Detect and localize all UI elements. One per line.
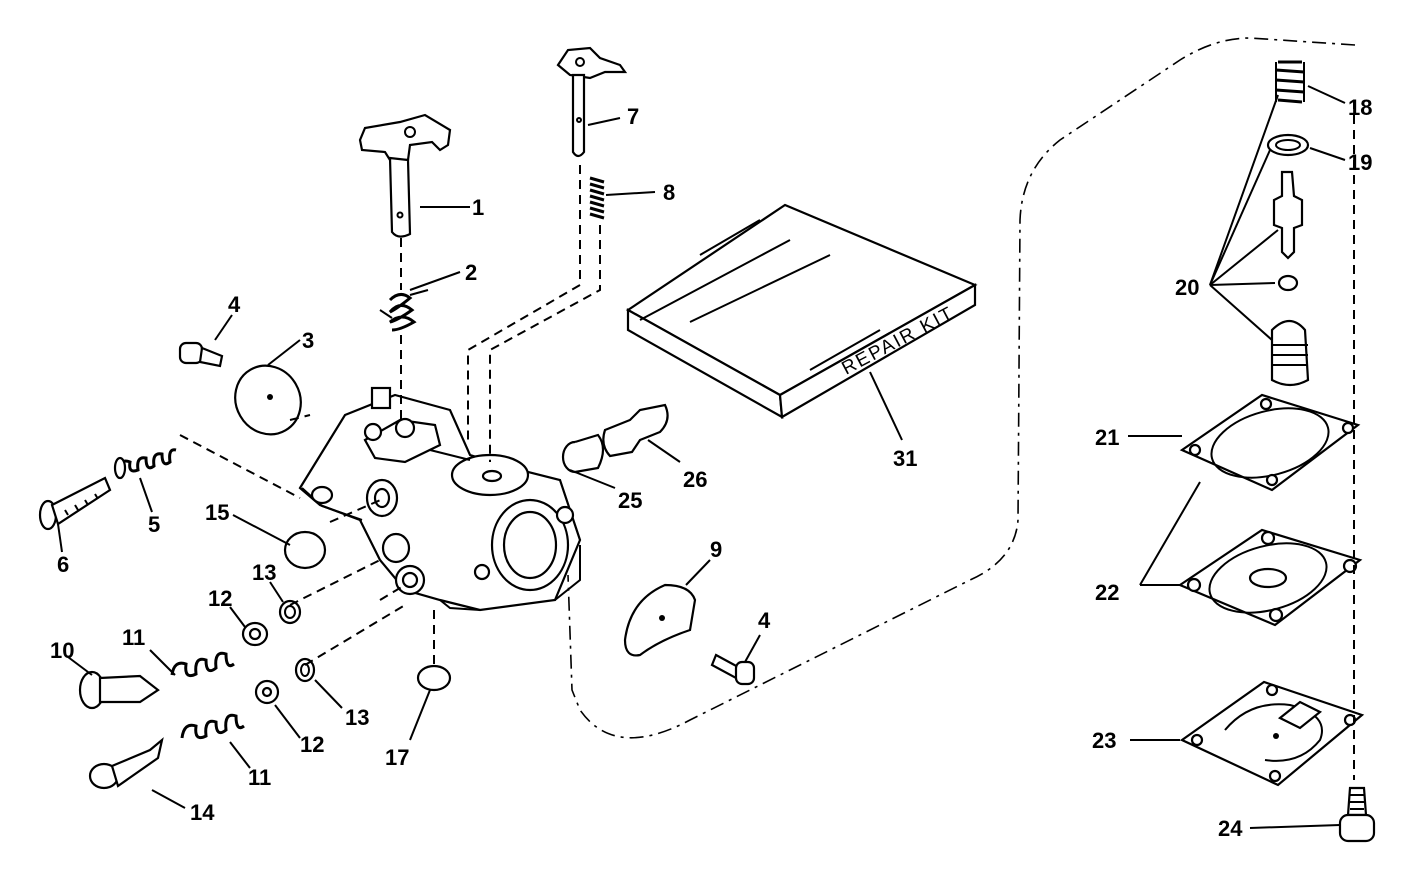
leader-lines — [57, 85, 1346, 829]
callout-22: 22 — [1095, 580, 1119, 605]
callout-24: 24 — [1218, 816, 1243, 841]
choke-plate-part — [623, 583, 697, 657]
repair-kit-box: REPAIR KIT — [625, 203, 978, 419]
callout-11-upper: 11 — [122, 625, 145, 650]
callout-14: 14 — [190, 800, 215, 825]
callout-15: 15 — [205, 500, 229, 525]
diaphragm-part-22 — [1177, 528, 1363, 627]
gasket-part-21 — [1179, 393, 1361, 492]
callout-20: 20 — [1175, 275, 1199, 300]
callout-10: 10 — [50, 638, 74, 663]
torsion-spring-part — [379, 289, 429, 332]
choke-shaft-part — [556, 46, 628, 158]
screen-part-25 — [561, 433, 605, 474]
cover-part-23 — [1179, 680, 1365, 787]
screw-part-6 — [38, 476, 112, 531]
callout-2: 2 — [465, 260, 477, 285]
callout-23: 23 — [1092, 728, 1116, 753]
throttle-lever-part — [358, 113, 452, 238]
gasket-part-19 — [1266, 133, 1310, 157]
spring-part-11-upper — [170, 651, 235, 678]
callout-7: 7 — [627, 104, 639, 129]
callout-31: 31 — [893, 446, 917, 471]
needle-part-14 — [88, 737, 164, 790]
callout-1: 1 — [472, 195, 484, 220]
callout-8: 8 — [663, 180, 675, 205]
inlet-needle-part-20 — [1270, 170, 1310, 387]
callout-5: 5 — [148, 512, 160, 537]
callout-21: 21 — [1095, 425, 1119, 450]
welch-plug-part-17 — [416, 664, 452, 692]
spring-part-18 — [1275, 60, 1305, 104]
callout-4-upper: 4 — [228, 292, 241, 317]
assembly-guides — [179, 100, 1355, 780]
screw-part-24 — [1338, 786, 1376, 843]
callout-11-lower: 11 — [248, 765, 271, 790]
screw-part-upper — [178, 341, 224, 368]
throttle-plate-part — [234, 364, 302, 436]
callout-6: 6 — [57, 552, 69, 577]
callout-19: 19 — [1348, 150, 1372, 175]
callout-4-lower: 4 — [758, 608, 771, 633]
spring-part-11-lower — [180, 713, 245, 740]
kit-boundary — [567, 37, 1356, 739]
callout-18: 18 — [1348, 95, 1372, 120]
callout-labels: 1 2 3 4 4 5 6 7 8 9 10 11 11 12 12 13 13… — [50, 95, 1372, 841]
callout-13-lower: 13 — [345, 705, 369, 730]
callout-3: 3 — [302, 328, 314, 353]
callout-12-upper: 12 — [208, 586, 232, 611]
callout-13-upper: 13 — [252, 560, 276, 585]
callout-12-lower: 12 — [300, 732, 324, 757]
needle-part-10 — [78, 670, 160, 710]
callout-9: 9 — [710, 537, 722, 562]
fitting-part-26 — [602, 403, 669, 458]
washer-part-12-upper — [241, 621, 269, 647]
spring-part-5 — [113, 448, 177, 480]
o-ring-part-13-upper — [278, 599, 302, 625]
callout-25: 25 — [618, 488, 642, 513]
callout-26: 26 — [683, 467, 707, 492]
o-ring-part-13-lower — [294, 657, 316, 683]
spring-part-8 — [589, 176, 605, 220]
callout-17: 17 — [385, 745, 409, 770]
screw-part-lower — [710, 653, 756, 686]
washer-part-12-lower — [254, 679, 280, 705]
carburetor-body — [298, 386, 582, 612]
welch-plug-part-15 — [283, 530, 327, 570]
